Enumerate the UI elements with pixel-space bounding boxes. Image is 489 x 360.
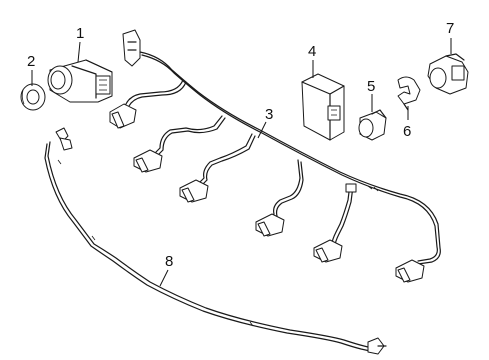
callout-number: 7: [446, 20, 454, 37]
callout-number: 5: [367, 78, 375, 95]
retainer-clip-part-6: [397, 76, 421, 111]
seal-ring-part: [20, 83, 46, 111]
leader-3: [257, 121, 267, 139]
callout-number: 3: [265, 106, 273, 123]
control-module-part-4: [301, 73, 345, 141]
callout-number: 8: [165, 253, 173, 270]
sensor-part-1: [47, 59, 113, 103]
leader-1: [77, 41, 81, 63]
leader-8: [159, 269, 169, 287]
callout-number: 2: [27, 53, 35, 70]
callout-number: 1: [76, 25, 84, 42]
callout-numbers: 1 2 3 4 5 6 7 8: [27, 20, 454, 270]
callout-number: 4: [308, 43, 316, 60]
wire-harness-part-8: [44, 127, 387, 355]
callout-leaders: [31, 38, 452, 287]
sensor-part-7: [427, 53, 469, 95]
callout-number: 6: [403, 123, 411, 140]
sensor-part-5: [358, 109, 387, 141]
wire-harness-part-3: [109, 29, 441, 283]
